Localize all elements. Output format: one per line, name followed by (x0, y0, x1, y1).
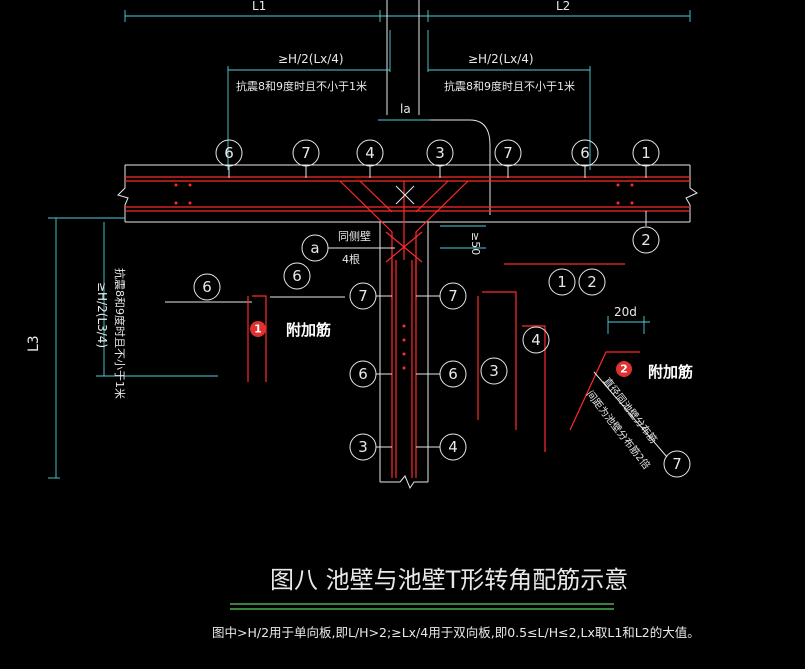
bar-label-top-5: 7 (503, 144, 513, 162)
right-span-note: 抗震8和9度时且不小于1米 (444, 79, 575, 93)
bar-label-2: 2 (641, 231, 651, 249)
badge-2 (616, 361, 632, 377)
diagram-note: 图中>H/2用于单向板,即L/H>2;≥Lx/4用于双向板,即0.5≤L/H≤2… (212, 625, 700, 640)
bar-label-top-4: 3 (435, 144, 445, 162)
left-span-note: 抗震8和9度时且不小于1米 (236, 79, 367, 93)
left-span-label: ≥H/2(Lx/4) (278, 52, 344, 66)
ge50-marker: ≥50 (440, 225, 486, 255)
bar-label-7br: 7 (672, 455, 682, 473)
vertical-span-note: 抗震8和9度时且不小于1米 (113, 268, 127, 399)
junction-rebars (339, 180, 469, 300)
badge-2-number: 2 (620, 363, 628, 376)
ge50-label: ≥50 (469, 232, 482, 255)
top-bar-labels: 6 7 4 3 7 6 1 (215, 139, 660, 178)
left-vertical-span: L3 ≥H/2(L3/4) 抗震8和9度时且不小于1米 (26, 217, 218, 479)
bar-label-6mr: 6 (448, 365, 458, 383)
top-dimensions: L1 L2 (124, 0, 691, 115)
l1-label: L1 (252, 0, 266, 13)
la-label: la (400, 102, 411, 116)
left-additional-bar: 6 6 1 附加筋 (165, 262, 345, 382)
extra-bar-label-2: 附加筋 (648, 363, 693, 381)
badge-1-number: 1 (254, 323, 262, 336)
extra-bar-label-1: 附加筋 (286, 321, 331, 339)
vertical-wall-labels: 7 7 6 6 3 4 (349, 282, 467, 461)
a-note-2: 4根 (342, 252, 360, 266)
d20-label: 20d (614, 305, 637, 319)
bar-label-7r: 7 (448, 287, 458, 305)
bar-label-1r: 1 (557, 273, 567, 291)
vertical-span-label: ≥H/2(L3/4) (95, 282, 109, 348)
right-bar-shapes: 1 2 3 4 (477, 263, 625, 452)
l2-label: L2 (556, 0, 570, 13)
bar-label-top-2: 7 (301, 144, 311, 162)
vertical-wall (379, 222, 429, 490)
a-note-1: 同侧壁 (338, 229, 371, 243)
l3-label: L3 (26, 335, 42, 352)
bar-label-top-7: 1 (641, 144, 651, 162)
right-span-label: ≥H/2(Lx/4) (468, 52, 534, 66)
bar-label-6ml: 6 (358, 365, 368, 383)
bar-label-top-1: 6 (224, 144, 234, 162)
bar-label-3bl: 3 (358, 438, 368, 456)
bar-label-7l: 7 (358, 287, 368, 305)
slanted-additional-bar: 20d 2 附加筋 直径同池壁分布筋 间距为池壁分布筋2倍 7 (569, 305, 693, 478)
right-top-span: ≥H/2(Lx/4) 抗震8和9度时且不小于1米 (427, 30, 591, 170)
horizontal-wall (117, 164, 698, 223)
bar-label-6b: 6 (292, 267, 302, 285)
caption: 图八 池壁与池壁T形转角配筋示意 图中>H/2用于单向板,即L/H>2;≥Lx/… (212, 566, 700, 640)
badge-1 (250, 321, 266, 337)
la-dimension: la (378, 102, 491, 215)
diagram-title: 图八 池壁与池壁T形转角配筋示意 (270, 566, 628, 594)
bar-2-label-group: 2 (632, 211, 660, 254)
left-top-span: ≥H/2(Lx/4) 抗震8和9度时且不小于1米 (227, 30, 391, 170)
bar-label-3r: 3 (489, 362, 499, 380)
bar-label-4br: 4 (448, 438, 458, 456)
bar-a-group: a 同侧壁 4根 (301, 229, 395, 266)
bar-label-2r: 2 (587, 273, 597, 291)
bar-label-4r: 4 (531, 331, 541, 349)
bar-label-6a: 6 (202, 278, 212, 296)
bar-label-top-3: 4 (365, 144, 375, 162)
bar-label-top-6: 6 (580, 144, 590, 162)
bar-label-a: a (310, 239, 319, 257)
